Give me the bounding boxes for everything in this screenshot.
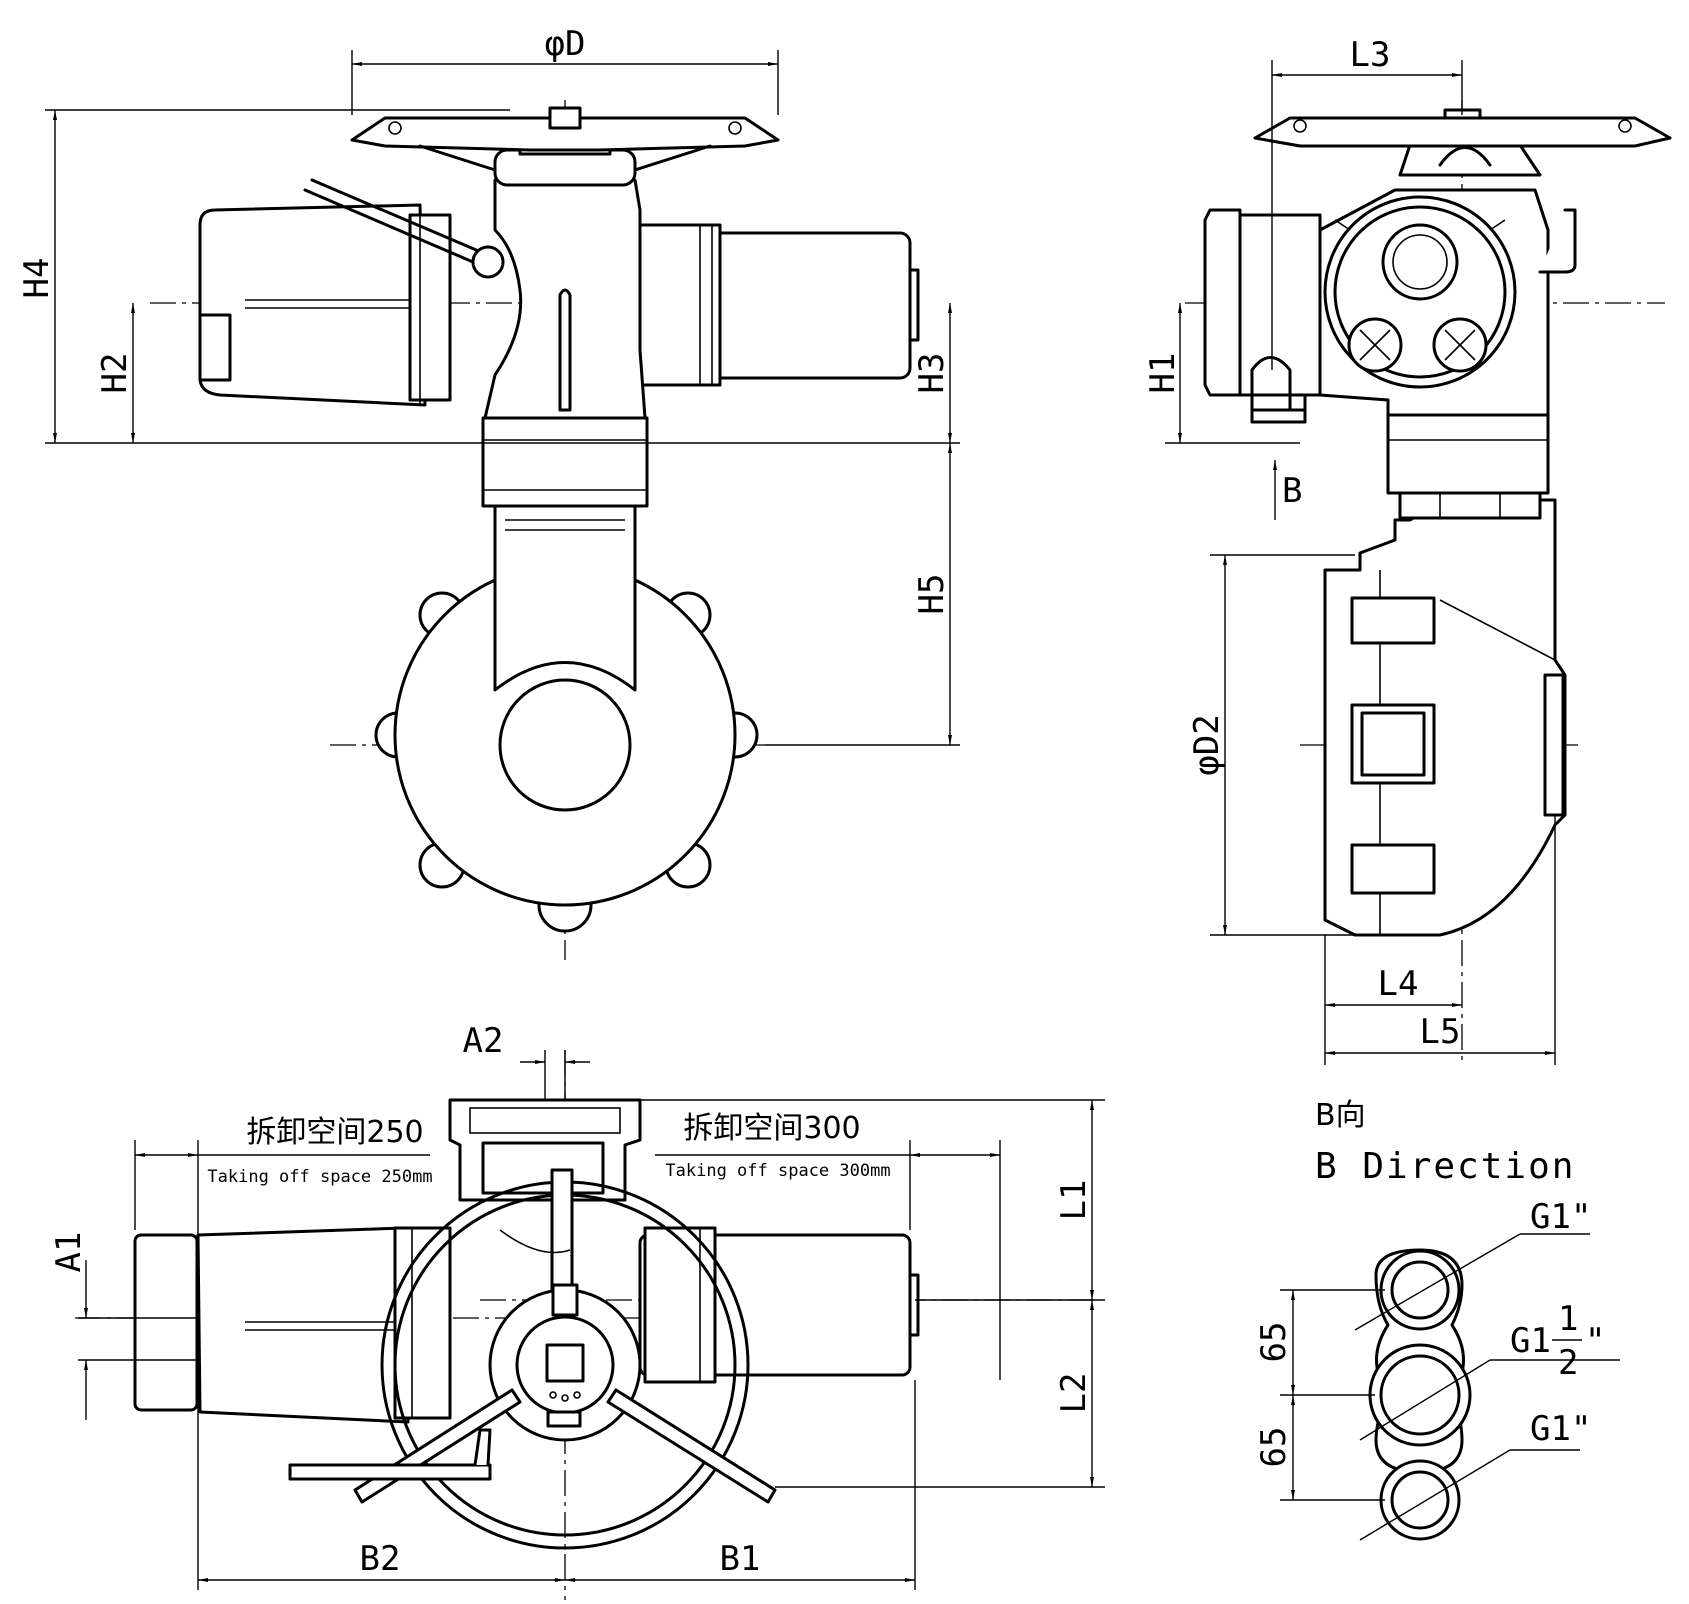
dim-label-l1: L1 [1054, 1180, 1094, 1221]
port-top-label: G1" [1530, 1197, 1591, 1237]
dim-label-h5: H5 [912, 574, 952, 615]
space-right-cn: 拆卸空间300 [683, 1111, 860, 1146]
dim-label-h1: H1 [1143, 353, 1183, 394]
port-mid-denominator: 2 [1558, 1343, 1578, 1383]
space-left-cn: 拆卸空间250 [246, 1115, 423, 1150]
dim-label-phi-d: φD [545, 24, 586, 64]
dim-label-phi-d2: φD2 [1187, 714, 1227, 775]
side-valve-body [1323, 498, 1567, 937]
side-neck [1386, 413, 1550, 520]
top-electric-box-left [133, 1226, 452, 1424]
side-dimensions [1165, 60, 1556, 1065]
dim-label-a2: A2 [463, 1021, 504, 1061]
space-right-en: Taking off space 300mm [665, 1161, 890, 1181]
direction-arrow-b-label: B [1282, 471, 1302, 511]
cable-entry-plate [1354, 1233, 1620, 1541]
dim-label-l2: L2 [1054, 1373, 1094, 1414]
dim-label-h3: H3 [912, 353, 952, 394]
port-mid-suffix: " [1585, 1321, 1605, 1361]
electric-box-left [198, 178, 505, 407]
b-direction-en: B Direction [1315, 1146, 1575, 1187]
port-mid-prefix: G1 [1510, 1321, 1551, 1361]
handwheel-front [350, 106, 780, 172]
top-motor-right [638, 1226, 920, 1384]
gear-housing [483, 130, 647, 420]
side-view: L3 H1 B φD2 L4 L5 [1143, 35, 1672, 1065]
top-view: A2 A1 L1 L2 B2 B1 拆卸空间250 Taking off spa… [49, 1021, 1105, 1600]
port-mid-numerator: 1 [1558, 1299, 1578, 1339]
top-dimensions [78, 1050, 1105, 1590]
space-left-en: Taking off space 250mm [207, 1167, 432, 1187]
top-gearbox [448, 1098, 642, 1202]
spacing-bottom-label: 65 [1254, 1427, 1294, 1468]
b-direction-view: B向 B Direction G1" G1 1 2 [1254, 1098, 1620, 1541]
b-direction-cn: B向 [1315, 1098, 1366, 1133]
dim-label-h2: H2 [95, 353, 135, 394]
dim-label-l3: L3 [1350, 35, 1391, 75]
front-dimensions [45, 50, 960, 746]
dim-label-b2: B2 [360, 1539, 401, 1579]
motor-right [638, 223, 920, 387]
side-housing [1318, 108, 1577, 417]
stem-neck [481, 416, 649, 692]
dim-label-h4: H4 [17, 258, 57, 299]
dim-label-l4: L4 [1378, 964, 1419, 1004]
spacing-top-label: 65 [1254, 1322, 1294, 1363]
top-handwheel [288, 1168, 777, 1550]
valve-body [374, 563, 759, 933]
front-view: φD H4 H2 H3 H5 [17, 24, 960, 960]
dim-label-l5: L5 [1420, 1012, 1461, 1052]
dim-label-b1: B1 [720, 1539, 761, 1579]
dim-label-a1: A1 [49, 1232, 89, 1273]
b-direction-dimensions [1280, 1289, 1385, 1501]
port-bottom-label: G1" [1530, 1409, 1591, 1449]
side-electric-box [1203, 208, 1322, 424]
handwheel-side [1253, 116, 1672, 148]
